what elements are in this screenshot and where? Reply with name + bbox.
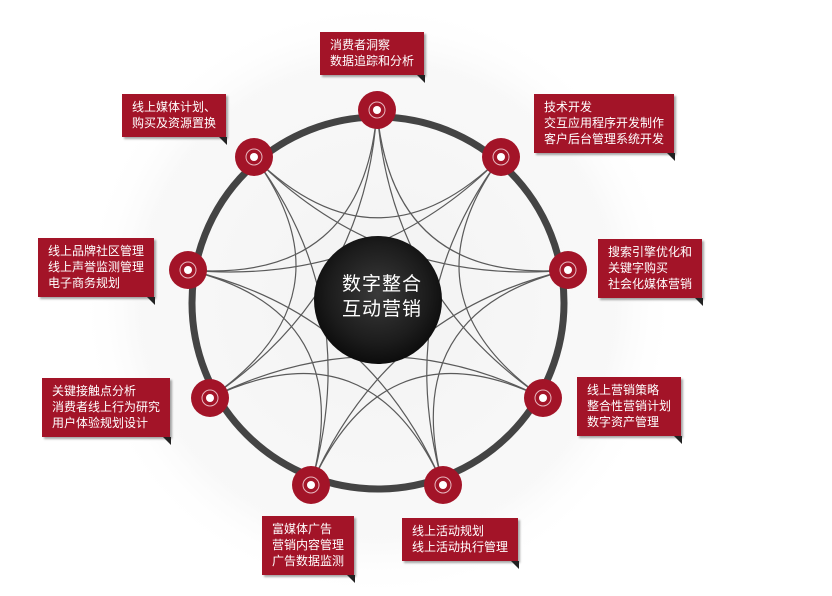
label-line: 数字资产管理 — [587, 415, 660, 429]
node-marker-dot — [564, 266, 572, 274]
label-line: 线上活动执行管理 — [412, 540, 509, 554]
node-marker-ring — [492, 148, 510, 166]
label-online-event: 线上活动规划 线上活动执行管理 — [402, 518, 520, 569]
connection-curve — [209, 372, 444, 486]
connection-curve — [376, 109, 569, 272]
node-marker-media — [235, 138, 273, 176]
connection-curve — [187, 269, 323, 486]
label-touchpoint: 关键接触点分析 消费者线上行为研究 用户体验规划设计 — [42, 378, 172, 445]
node-marker-dot — [206, 394, 214, 402]
node-markers — [169, 91, 587, 504]
center-hub — [314, 236, 442, 364]
label-brand-community: 线上品牌社区管理 线上声誉监测管理 电子商务规划 — [38, 238, 156, 305]
label-media-planning: 线上媒体计划、 购买及资源置换 — [122, 94, 228, 145]
label-line: 营销内容管理 — [272, 538, 345, 552]
node-marker-strategy — [524, 379, 562, 417]
node-marker-dot — [250, 153, 258, 161]
label-line: 购买及资源置换 — [132, 116, 217, 130]
node-marker-consumer — [358, 91, 396, 129]
connection-curve — [253, 156, 502, 219]
label-line: 线上活动规划 — [412, 524, 485, 538]
node-marker-ring — [201, 389, 219, 407]
connection-curve — [432, 269, 569, 486]
node-marker-dot — [307, 481, 315, 489]
connection-curve — [310, 372, 544, 486]
center-title-line-2: 互动营销 — [341, 298, 422, 320]
node-marker-ring — [245, 148, 263, 166]
label-line: 整合性营销计划 — [587, 399, 672, 413]
node-marker-dot — [539, 394, 547, 402]
label-line: 数据追踪和分析 — [330, 54, 415, 68]
node-marker-ring — [534, 389, 552, 407]
connection-curve — [458, 156, 544, 399]
label-line: 线上声誉监测管理 — [48, 260, 145, 274]
connection-curve — [187, 109, 378, 272]
label-marketing-strategy: 线上营销策略 整合性营销计划 数字资产管理 — [577, 377, 683, 444]
node-marker-search — [549, 251, 587, 289]
label-line: 关键接触点分析 — [52, 384, 137, 398]
label-line: 线上媒体计划、 — [132, 100, 217, 114]
label-line: 消费者洞察 — [330, 38, 391, 52]
label-consumer-insight: 消费者洞察 数据追踪和分析 — [320, 32, 426, 83]
node-marker-ring — [179, 261, 197, 279]
node-marker-tech — [482, 138, 520, 176]
label-search-social: 搜索引擎优化和 关键字购买 社会化媒体营销 — [598, 239, 704, 306]
node-marker-ring — [368, 101, 386, 119]
connection-curve — [209, 156, 297, 399]
label-line: 消费者线上行为研究 — [52, 400, 161, 414]
center-title-line-1: 数字整合 — [341, 273, 422, 295]
label-line: 关键字购买 — [608, 261, 669, 275]
label-line: 交互应用程序开发制作 — [544, 116, 665, 130]
node-marker-dot — [184, 266, 192, 274]
label-line: 客户后台管理系统开发 — [544, 132, 665, 146]
center-title: 数字整合 互动营销 — [320, 272, 444, 322]
node-marker-ring — [559, 261, 577, 279]
label-line: 富媒体广告 — [272, 522, 333, 536]
label-tech-development: 技术开发 交互应用程序开发制作 客户后台管理系统开发 — [534, 94, 676, 161]
node-marker-ring — [302, 476, 320, 494]
label-line: 技术开发 — [544, 100, 593, 114]
node-marker-richmedia — [292, 466, 330, 504]
label-line: 线上营销策略 — [587, 383, 660, 397]
label-line: 用户体验规划设计 — [52, 416, 149, 430]
node-marker-dot — [373, 106, 381, 114]
label-rich-media: 富媒体广告 营销内容管理 广告数据监测 — [262, 516, 356, 583]
node-marker-dot — [497, 153, 505, 161]
node-marker-touchpoint — [191, 379, 229, 417]
node-marker-event — [424, 466, 462, 504]
node-marker-dot — [439, 481, 447, 489]
label-line: 社会化媒体营销 — [608, 277, 693, 291]
label-line: 搜索引擎优化和 — [608, 245, 693, 259]
node-marker-ring — [434, 476, 452, 494]
label-line: 线上品牌社区管理 — [48, 244, 145, 258]
label-line: 电子商务规划 — [48, 276, 121, 290]
label-line: 广告数据监测 — [272, 554, 345, 568]
node-marker-brand — [169, 251, 207, 289]
